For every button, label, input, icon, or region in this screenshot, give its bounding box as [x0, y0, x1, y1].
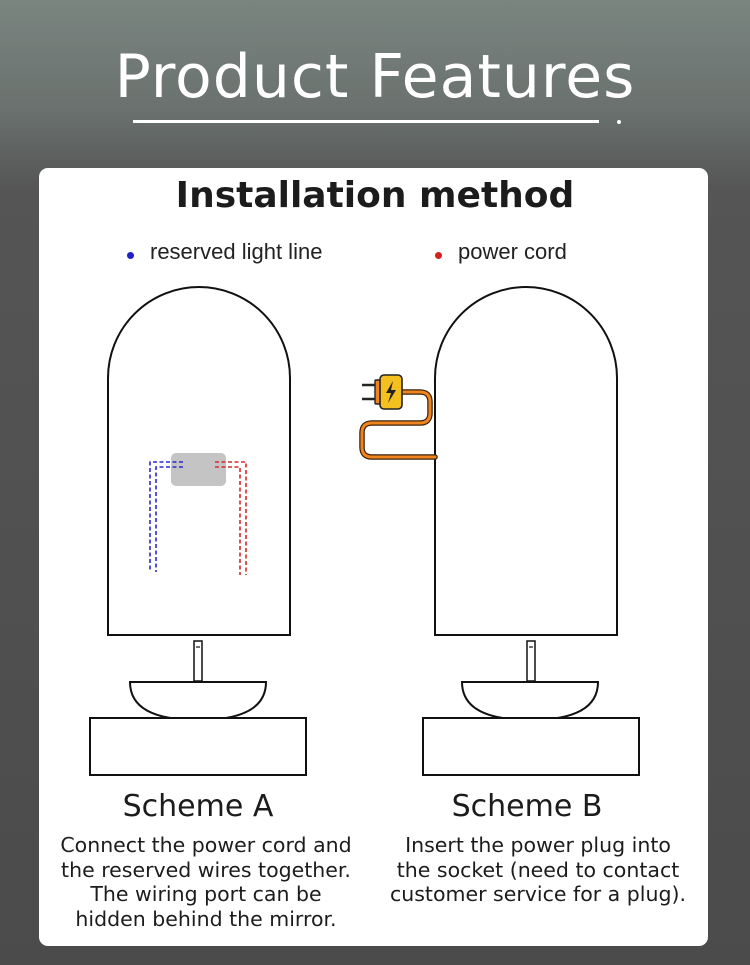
basin-a: [128, 681, 268, 722]
scheme-b-description: Insert the power plug into the socket (n…: [378, 833, 698, 907]
scheme-a-line: hidden behind the mirror.: [75, 906, 337, 931]
power-plug-icon: [362, 374, 403, 410]
legend-dot-blue: [127, 252, 134, 259]
scheme-b-line: Insert the power plug into: [405, 833, 671, 857]
legend-power-cord: power cord: [458, 239, 567, 264]
junction-box: [171, 453, 226, 486]
card-title: Installation method: [175, 175, 575, 216]
legend-dot-red: [435, 252, 442, 259]
scheme-b-line: customer service for a plug).: [389, 882, 686, 906]
title-underline: [133, 120, 599, 123]
scheme-a-description: Connect the power cord and the reserved …: [46, 833, 366, 931]
scheme-b-title: Scheme B: [451, 789, 603, 824]
power-wire-red: [215, 461, 247, 575]
mirror-b: [434, 286, 618, 636]
scheme-b-line: the socket (need to contact: [396, 857, 680, 882]
cabinet-a: [89, 717, 307, 776]
scheme-a-title: Scheme A: [122, 789, 274, 824]
cabinet-b: [422, 717, 640, 776]
scheme-a-line: The wiring port can be: [90, 882, 322, 906]
scheme-a-line: Connect the power cord and: [60, 833, 352, 857]
page-title: Product Features: [114, 42, 636, 112]
legend-reserved-light-line: reserved light line: [150, 239, 323, 264]
title-underline-dot: [617, 120, 621, 124]
scheme-a-line: the reserved wires together.: [61, 857, 351, 882]
reserved-wire-blue: [149, 461, 183, 572]
power-cable: [359, 389, 438, 460]
basin-b: [460, 681, 600, 722]
